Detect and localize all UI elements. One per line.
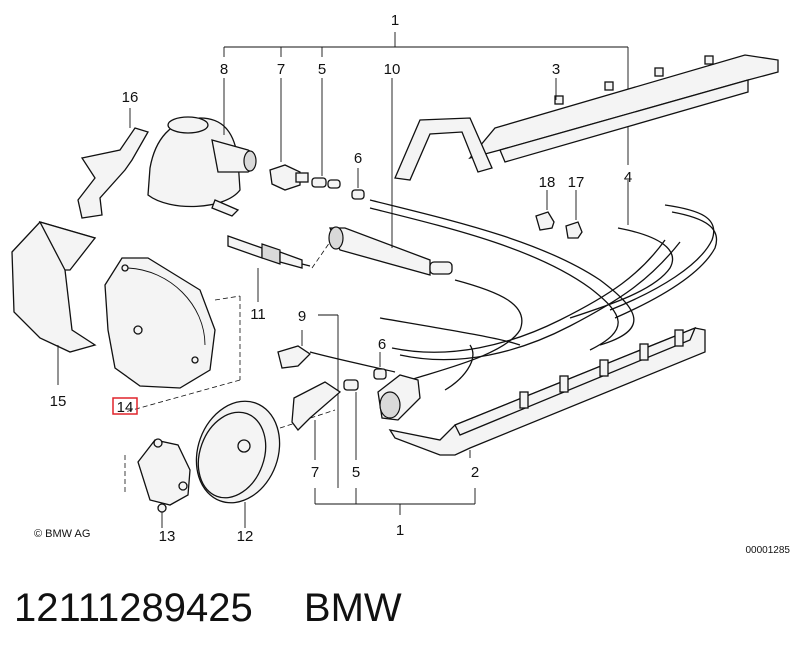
part-12-pulley <box>195 400 336 528</box>
part-8-distributor-cap <box>147 78 257 217</box>
callout-7-top[interactable]: 7 <box>277 61 285 78</box>
part-6-mid-grommet <box>373 352 387 380</box>
highlight-box-14 <box>112 397 138 415</box>
callout-8[interactable]: 8 <box>220 61 228 78</box>
callout-1-bottom[interactable]: 1 <box>396 522 404 539</box>
part-2-lower-cover <box>388 326 706 458</box>
callout-10[interactable]: 10 <box>384 61 401 78</box>
part-3-ignition-rail <box>394 54 779 181</box>
part-wiring-harness <box>369 180 718 421</box>
callout-6-top[interactable]: 6 <box>354 150 362 167</box>
part-9-connector <box>277 314 396 488</box>
part-17-bushing <box>565 190 583 239</box>
part-13-rotor <box>124 438 191 528</box>
part-6-top-grommet <box>351 168 365 200</box>
callout-2[interactable]: 2 <box>471 464 479 481</box>
part-5-top-sleeve <box>311 78 341 189</box>
callout-13[interactable]: 13 <box>159 528 176 545</box>
callout-16[interactable]: 16 <box>122 89 139 106</box>
callout-6-mid[interactable]: 6 <box>378 336 386 353</box>
part-18-bushing <box>535 190 555 231</box>
callout-12[interactable]: 12 <box>237 528 254 545</box>
callout-15[interactable]: 15 <box>50 393 67 410</box>
callout-3[interactable]: 3 <box>552 61 560 78</box>
part-7-top-connector <box>269 78 309 191</box>
bracket-top <box>223 32 629 165</box>
copyright-text: © BMW AG <box>34 528 90 540</box>
part-7-bottom-boot <box>291 381 342 460</box>
brand-name: BMW <box>303 586 402 630</box>
callout-7-bottom[interactable]: 7 <box>311 464 319 481</box>
footer-bar: 12111289425 BMW <box>14 586 794 646</box>
part-11-spark-plug <box>227 235 331 302</box>
part-15-cover <box>11 220 97 385</box>
part-number: 12111289425 <box>14 586 253 630</box>
parts-diagram: 1 8 7 5 10 3 16 6 18 17 4 11 9 6 15 14 7… <box>11 12 791 556</box>
callout-14[interactable]: 14 <box>117 399 134 416</box>
part-14-housing <box>104 257 241 413</box>
callout-17[interactable]: 17 <box>568 174 585 191</box>
callout-1-top[interactable]: 1 <box>391 12 399 29</box>
callout-18[interactable]: 18 <box>539 174 556 191</box>
callout-5-bottom[interactable]: 5 <box>352 464 360 481</box>
callout-9[interactable]: 9 <box>298 308 306 325</box>
bracket-bottom <box>314 488 476 515</box>
callout-5-top[interactable]: 5 <box>318 61 326 78</box>
figure-code: 00001285 <box>746 545 791 556</box>
part-16-shield <box>77 108 149 219</box>
callout-4[interactable]: 4 <box>624 169 632 186</box>
callout-11[interactable]: 11 <box>250 306 266 323</box>
part-5-bottom-sleeve <box>343 379 359 460</box>
part-10-ignition-lead <box>328 78 453 276</box>
